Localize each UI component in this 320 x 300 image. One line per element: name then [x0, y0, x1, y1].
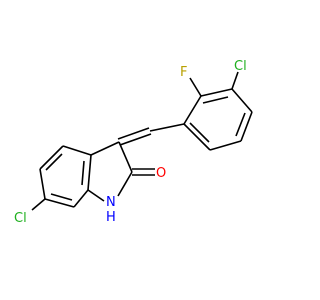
atom-f: F — [180, 65, 187, 80]
bond-ar3-ar4 — [231, 88, 253, 113]
bond-c4-c5-inner — [45, 153, 63, 171]
atom-cl-left: Cl — [14, 211, 27, 226]
bond-c7a-c3a — [87, 154, 92, 191]
bond-c2-n — [117, 171, 133, 197]
atom-h: H — [106, 210, 116, 225]
bond-c6-c7 — [44, 198, 75, 208]
bond-c3-ch-a — [117, 127, 150, 140]
bond-c4-c5 — [39, 145, 64, 170]
bond-n-c7a — [87, 189, 105, 202]
atom-n: N — [106, 195, 116, 210]
molecule-canvas: Cl F Cl N H O — [14, 59, 253, 226]
bond-c6-c7-inner — [50, 193, 73, 201]
atom-labels: Cl F Cl N H O — [14, 59, 247, 226]
bond-ar1-ar2 — [183, 95, 202, 125]
bond-ar5-ar6 — [209, 140, 242, 151]
bond-c6-cl — [31, 198, 46, 211]
bond-c3a-c7a-inner — [81, 160, 85, 186]
bond-ar2-f — [189, 77, 202, 97]
bond-ar4-ar5-inner — [235, 112, 246, 137]
bond-ar2-ar3-inner — [202, 96, 229, 104]
bond-ar6-ar1-inner — [189, 122, 210, 143]
atom-o: O — [156, 166, 166, 181]
bond-ar3-cl — [231, 71, 239, 90]
molecule-structure: Cl F Cl N H O — [14, 59, 253, 226]
bond-c5-c6 — [39, 168, 46, 200]
bond-ar6-ar1 — [183, 123, 211, 151]
bond-ch-aryl — [149, 123, 185, 132]
bond-ar2-ar3 — [200, 88, 233, 97]
bond-c3a-c4 — [62, 145, 92, 156]
bond-ar4-ar5 — [240, 111, 253, 142]
atom-cl-top: Cl — [234, 59, 247, 74]
bond-c7-c7a — [73, 189, 89, 208]
bond-c3-c2 — [118, 141, 133, 173]
bond-c3-ch-b — [119, 133, 152, 146]
bond-c3a-c3 — [90, 141, 120, 156]
bonds — [31, 71, 253, 211]
